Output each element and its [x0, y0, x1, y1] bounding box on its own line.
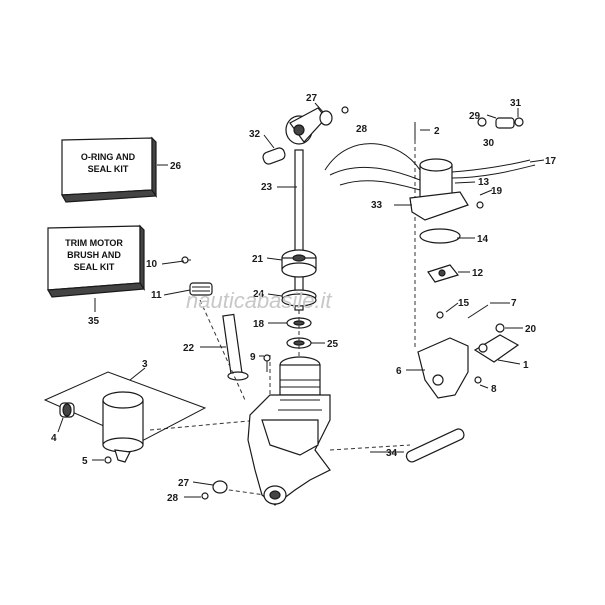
callout-4: 4: [51, 433, 57, 444]
callout-32: 32: [249, 129, 261, 140]
callout-26: 26: [170, 161, 182, 172]
callout-9: 9: [250, 352, 256, 363]
callout-35: 35: [88, 316, 100, 327]
callout-27-top: 27: [306, 93, 318, 104]
callout-21: 21: [252, 254, 264, 265]
trim-motor-kit-box: TRIM MOTOR BRUSH AND SEAL KIT: [47, 224, 146, 312]
trim-kit-label-line2: BRUSH AND: [67, 250, 121, 260]
trim-motor: [324, 117, 536, 244]
oring-kit-label-line2: SEAL KIT: [88, 164, 129, 174]
callout-12: 12: [472, 268, 484, 279]
valve-and-screw: [181, 256, 213, 296]
callout-20: 20: [525, 324, 537, 335]
callout-18: 18: [253, 319, 265, 330]
callout-14: 14: [477, 234, 489, 245]
callout-29: 29: [469, 111, 481, 122]
callout-19: 19: [491, 186, 503, 197]
callout-28-top: 28: [356, 124, 368, 135]
oring-seal-kit-box: O-RING AND SEAL KIT: [60, 136, 168, 203]
callout-27-bottom: 27: [178, 478, 190, 489]
callout-22: 22: [183, 343, 195, 354]
callout-7: 7: [511, 298, 517, 309]
callout-1: 1: [523, 360, 529, 371]
callout-17: 17: [545, 156, 557, 167]
valve-manifold: [417, 264, 520, 399]
callout-5: 5: [82, 456, 88, 467]
callout-leaders: [57, 102, 545, 498]
callout-33: 33: [371, 200, 383, 211]
callout-15: 15: [458, 298, 470, 309]
callout-8: 8: [491, 384, 497, 395]
callout-13: 13: [478, 177, 490, 188]
trim-kit-label-line1: TRIM MOTOR: [65, 238, 123, 248]
callout-25: 25: [327, 339, 339, 350]
callout-30: 30: [483, 138, 495, 149]
callout-2: 2: [434, 126, 440, 137]
callout-6: 6: [396, 366, 402, 377]
callout-28-bottom: 28: [167, 493, 179, 504]
callout-11: 11: [151, 290, 162, 301]
bushing-and-ring: [201, 480, 228, 500]
gland-stack: [281, 249, 317, 349]
reservoir: [43, 371, 207, 464]
callout-23: 23: [261, 182, 273, 193]
watermark: nauticabasile.it: [186, 288, 332, 313]
piston-rod-assembly: [262, 106, 349, 311]
callout-3: 3: [142, 359, 148, 370]
callout-numbers: 27 28 32 23 2 29 31 30 17 13 19 33 14 10…: [51, 93, 557, 504]
callout-10: 10: [146, 259, 158, 270]
pivot-pin: [405, 428, 465, 463]
callout-31: 31: [510, 98, 522, 109]
manual-release-tube: [222, 313, 249, 381]
callout-24: 24: [253, 289, 265, 300]
oring-kit-label-line1: O-RING AND: [81, 152, 136, 162]
callout-34: 34: [386, 448, 398, 459]
trim-kit-label-line3: SEAL KIT: [74, 262, 115, 272]
trim-cylinder-housing: [247, 354, 331, 506]
